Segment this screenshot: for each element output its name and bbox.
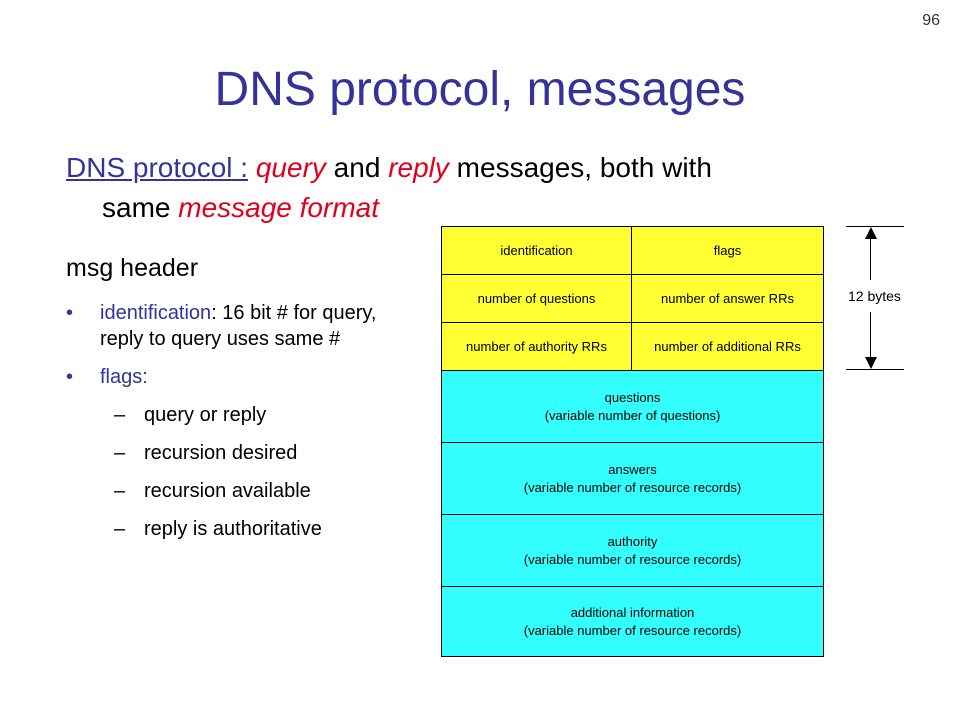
reply-term: reply <box>388 152 449 183</box>
flags-colon: : <box>142 366 148 388</box>
answers-section: answers (variable number of resource rec… <box>442 443 823 515</box>
header-row-id-flags: identification flags <box>442 227 823 275</box>
bottom-boundary-line <box>846 369 904 370</box>
section-title: authority <box>607 533 658 549</box>
authority-section: authority (variable number of resource r… <box>442 515 823 587</box>
answers-cell: answers (variable number of resource rec… <box>442 443 823 514</box>
section-title: questions <box>604 389 661 405</box>
num-questions-field: number of questions <box>442 275 632 322</box>
dimension-line-top <box>870 238 871 280</box>
bullet-list: • identification: 16 bit # for query, re… <box>66 300 416 554</box>
section-title: answers <box>608 461 657 477</box>
flag-item: –reply is authoritative <box>66 516 416 542</box>
flags-bullet: • flags: <box>66 364 416 390</box>
dash-icon: – <box>114 518 126 540</box>
additional-cell: additional information (variable number … <box>442 587 823 656</box>
dns-protocol-link[interactable]: DNS protocol : <box>66 152 249 183</box>
dash-icon: – <box>114 480 126 502</box>
msg-header-heading: msg header <box>66 254 199 282</box>
same-text: same <box>102 192 179 223</box>
header-row-counts-2: number of authority RRs number of additi… <box>442 323 823 371</box>
header-row-counts-1: number of questions number of answer RRs <box>442 275 823 323</box>
flag-item: –recursion available <box>66 478 416 504</box>
arrow-up-icon <box>865 227 877 239</box>
flag-item-label: reply is authoritative <box>144 518 322 540</box>
additional-section: additional information (variable number … <box>442 587 823 656</box>
num-additional-rrs-field: number of additional RRs <box>632 323 823 370</box>
authority-cell: authority (variable number of resource r… <box>442 515 823 586</box>
flags-field: flags <box>632 227 823 274</box>
section-subtitle: (variable number of resource records) <box>523 479 742 495</box>
questions-cell: questions (variable number of questions) <box>442 371 823 442</box>
top-boundary-line <box>846 226 904 227</box>
header-size-label: 12 bytes <box>848 288 901 304</box>
num-authority-rrs-field: number of authority RRs <box>442 323 632 370</box>
section-subtitle: (variable number of questions) <box>544 407 721 423</box>
bullet-dot-icon: • <box>66 366 74 388</box>
arrow-down-icon <box>865 357 877 369</box>
messages-text: messages, both with <box>448 152 712 183</box>
identification-field: identification <box>442 227 632 274</box>
flag-item-label: recursion available <box>144 480 311 502</box>
identification-description: : 16 bit # for query, reply to query use… <box>100 302 377 350</box>
section-title: additional information <box>570 604 695 620</box>
flag-item-label: recursion desired <box>144 442 298 464</box>
page-number: 96 <box>922 12 940 29</box>
query-term: query <box>255 152 326 183</box>
dash-icon: – <box>114 442 126 464</box>
questions-section: questions (variable number of questions) <box>442 371 823 443</box>
flags-term: flags <box>100 366 143 388</box>
dimension-line-bottom <box>870 312 871 358</box>
num-answer-rrs-field: number of answer RRs <box>632 275 823 322</box>
flag-item: –query or reply <box>66 402 416 428</box>
identification-bullet: • identification: 16 bit # for query, re… <box>66 300 416 352</box>
identification-term: identification <box>100 302 212 324</box>
intro-text: DNS protocol : query and reply messages,… <box>66 148 826 228</box>
flag-item-label: query or reply <box>144 404 267 426</box>
message-format-term: message format <box>178 192 379 223</box>
bullet-dot-icon: • <box>66 302 74 324</box>
section-subtitle: (variable number of resource records) <box>523 622 742 638</box>
section-subtitle: (variable number of resource records) <box>523 551 742 567</box>
dash-icon: – <box>114 404 126 426</box>
slide-title: DNS protocol, messages <box>214 63 746 116</box>
dns-message-format-diagram: identification flags number of questions… <box>441 226 824 657</box>
and-text: and <box>325 152 389 183</box>
flag-item: –recursion desired <box>66 440 416 466</box>
